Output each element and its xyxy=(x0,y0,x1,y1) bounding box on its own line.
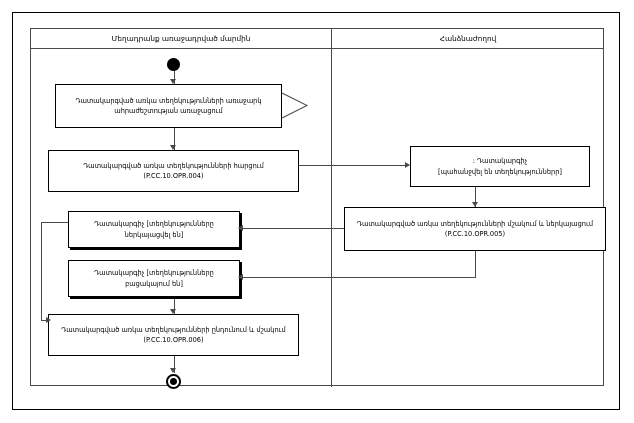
flow-loopback-bottom xyxy=(41,320,49,321)
action-opr-006[interactable]: Դատակարգված առկա տեղեկությունների ընդուն… xyxy=(48,314,299,356)
flow-missing-to-opr006 xyxy=(173,297,175,314)
action-opr-006-line2: (P.CC.10.OPR.006) xyxy=(143,336,204,344)
flow-loopback-top xyxy=(41,222,69,223)
final-node xyxy=(166,374,181,389)
flow-initial-to-request xyxy=(173,71,175,84)
flow-request-to-opr004 xyxy=(173,128,175,150)
flow-arrow-initial-to-request xyxy=(170,79,177,84)
flow-opr005-to-missing xyxy=(242,277,476,278)
action-opr-005[interactable]: Դատակարգված առկա տեղեկությունների մշակու… xyxy=(344,207,606,251)
flow-arrow-opr006-to-final xyxy=(170,368,177,373)
decision-info-required-line1: : Դատակարգիչ xyxy=(472,157,528,166)
swimlane-header-row: Մեղադրանք առաջադրված մարմին Հանձնաժողով xyxy=(31,29,603,49)
flow-arrow-decision-to-opr005 xyxy=(471,202,478,207)
action-request-info-line2: ահրաժեշտության առաջացում xyxy=(114,107,223,115)
state-info-presented[interactable]: Դատակարգիչ [տեղեկությունները ներկայացվել… xyxy=(68,211,240,248)
state-info-presented-line2: ներկայացվել են] xyxy=(124,230,184,239)
swimlane-title-right: Հանձնաժողով xyxy=(439,34,497,43)
flow-opr005-to-presented xyxy=(242,228,345,229)
action-opr-004-line1: Դատակարգված առկա տեղեկությունների հարցու… xyxy=(83,161,264,170)
state-info-missing[interactable]: Դատակարգիչ [տեղեկությունները բացակայում … xyxy=(68,260,240,297)
flow-arrow-request-to-opr004 xyxy=(170,145,177,150)
decision-info-required-line2: [պահանջվել են տեղեկություններր] xyxy=(438,167,562,176)
state-info-missing-line1: Դատակարգիչ [տեղեկությունները xyxy=(94,269,214,278)
flow-arrow-loopback-to-opr006 xyxy=(46,316,51,323)
state-info-presented-line1: Դատակարգիչ [տեղեկությունները xyxy=(94,220,214,229)
flow-arrow-opr004-to-decision xyxy=(405,161,410,168)
flow-arrow-opr005-to-missing xyxy=(238,273,243,280)
decision-info-required[interactable]: : Դատակարգիչ [պահանջվել են տեղեկությունն… xyxy=(410,146,590,187)
swimlane-title-left: Մեղադրանք առաջադրված մարմին xyxy=(111,34,251,43)
action-request-info-line1: Դատակարգված առկա տեղեկությունների առաջար… xyxy=(75,96,262,105)
action-opr-005-line2: (P.CC.10.OPR.005) xyxy=(444,230,506,238)
flow-decision-to-opr005 xyxy=(475,187,476,207)
send-signal-chevron-icon xyxy=(281,92,309,119)
action-opr-005-line1: Դատակարգված առկա տեղեկությունների մշակու… xyxy=(356,219,594,228)
action-opr-006-line1: Դատակարգված առկա տեղեկությունների ընդուն… xyxy=(61,325,286,334)
initial-node xyxy=(167,58,180,71)
swimlane-divider xyxy=(331,29,332,387)
flow-opr005-down-to-missing xyxy=(475,251,476,277)
action-opr-004[interactable]: Դատակարգված առկա տեղեկությունների հարցու… xyxy=(48,150,299,192)
action-request-info[interactable]: Դատակարգված առկա տեղեկությունների առաջար… xyxy=(55,84,282,128)
flow-opr004-to-decision xyxy=(299,165,409,166)
flow-arrow-missing-to-opr006 xyxy=(170,309,177,314)
state-info-missing-line2: բացակայում են] xyxy=(125,279,183,288)
flow-loopback-rail xyxy=(41,222,42,320)
flow-opr006-to-final xyxy=(173,356,175,373)
action-opr-004-line2: (P.CC.10.OPR.004) xyxy=(143,172,204,180)
flow-arrow-opr005-to-presented xyxy=(238,224,243,231)
